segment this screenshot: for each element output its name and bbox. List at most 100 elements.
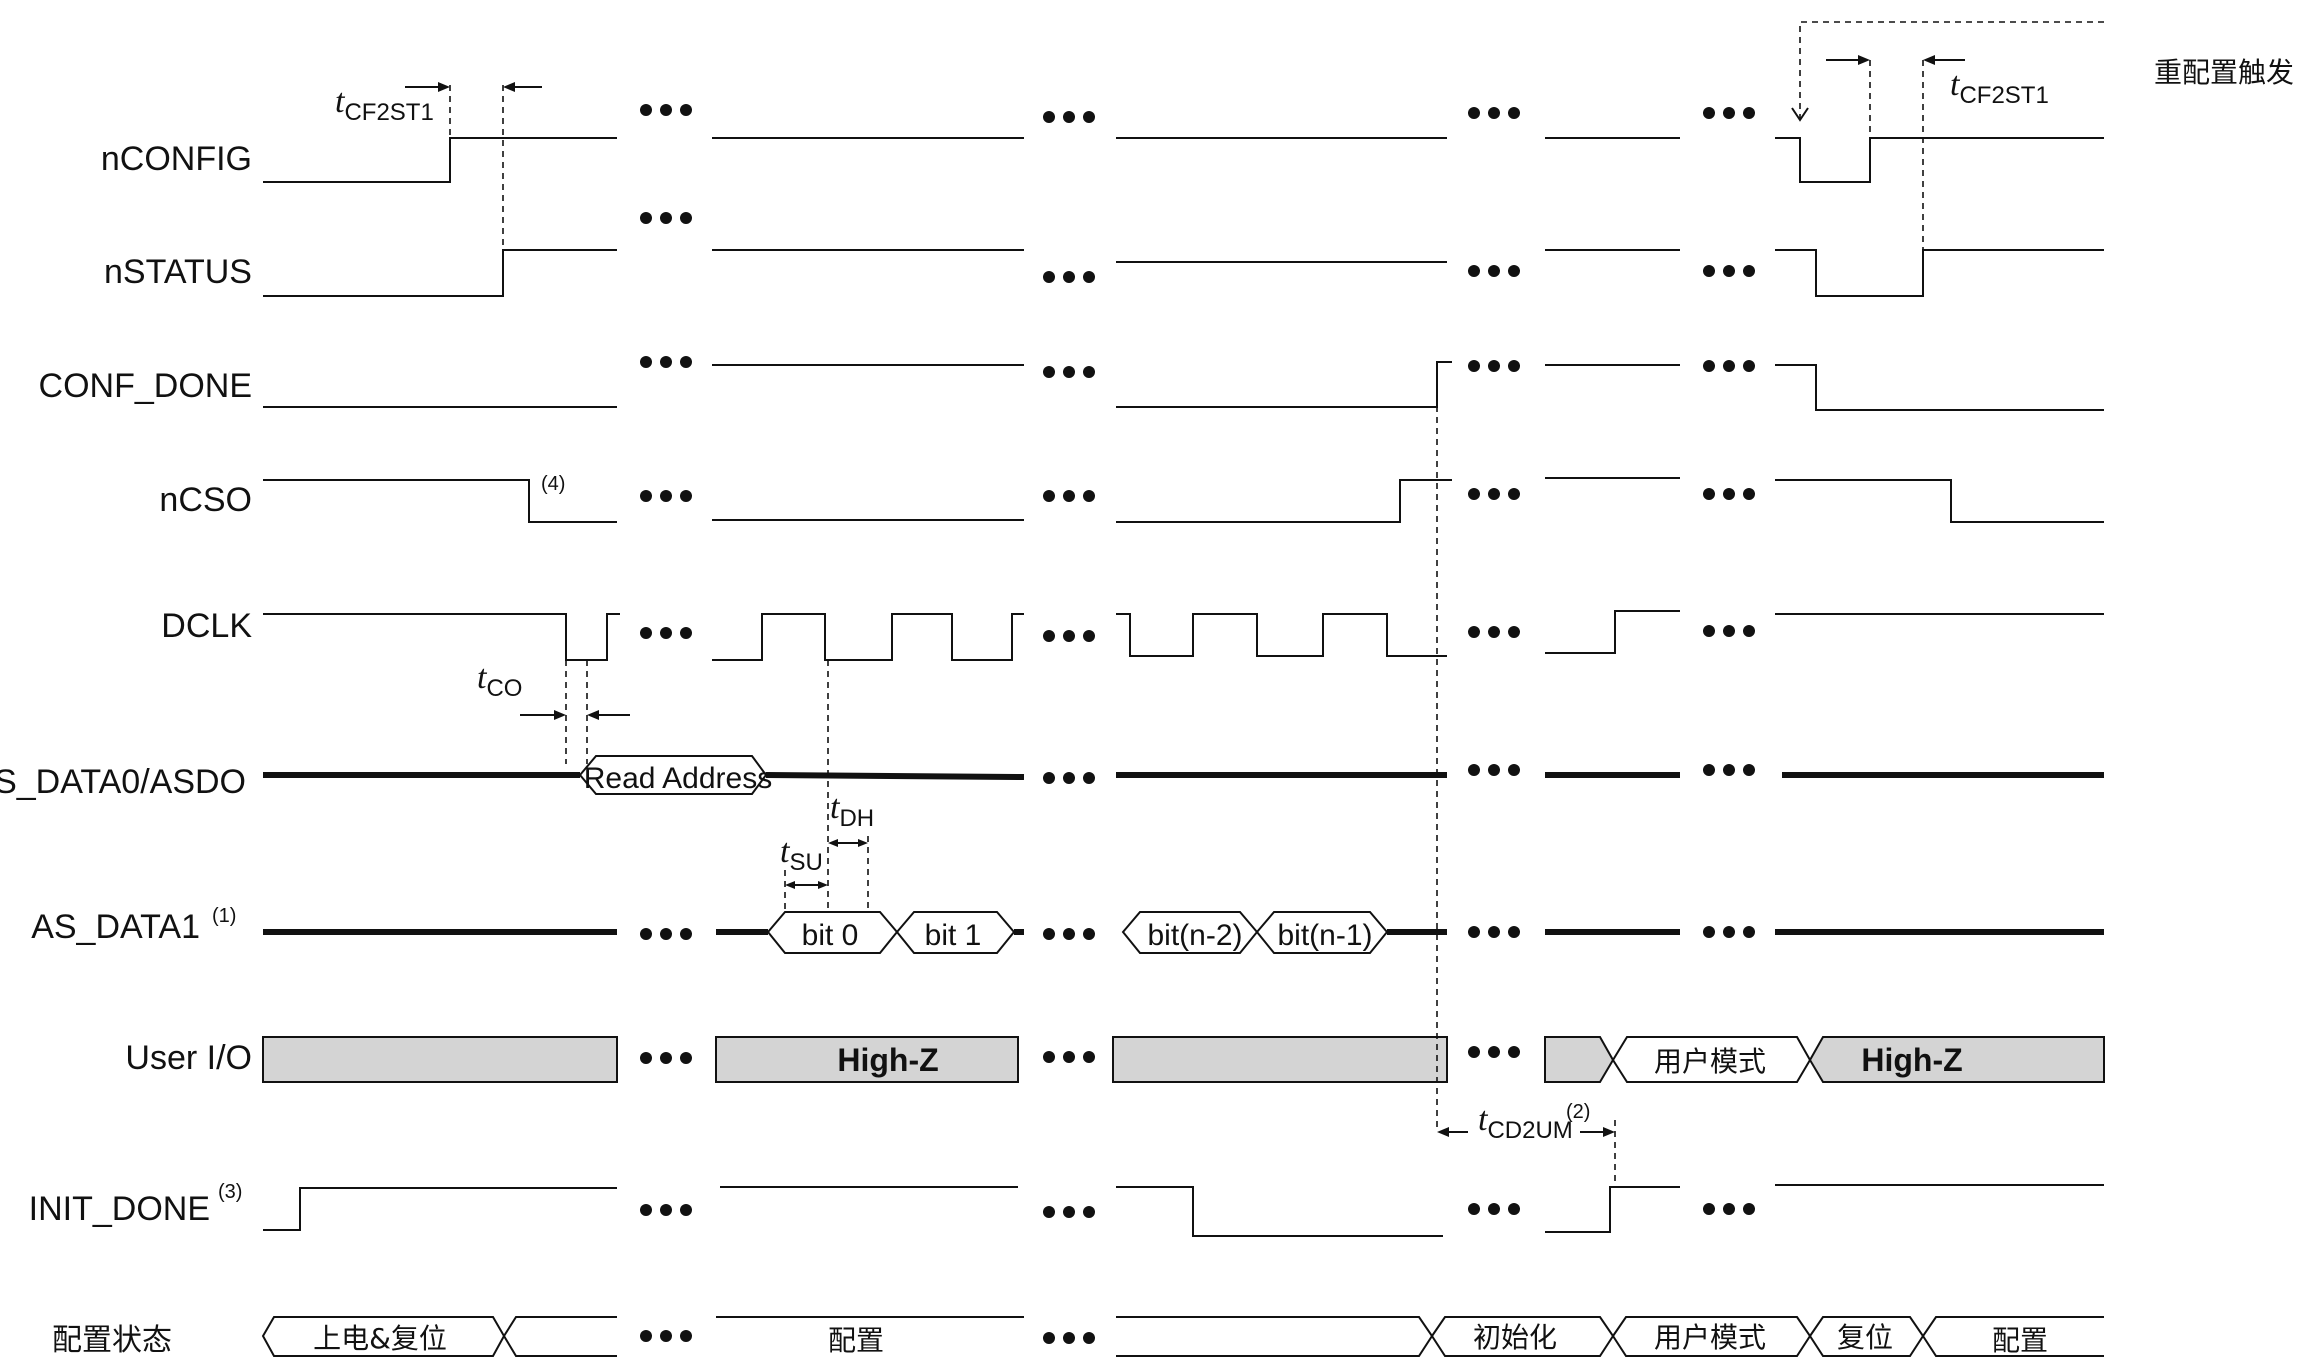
t-co: tCO bbox=[477, 659, 522, 702]
ellipsis-dot bbox=[1723, 265, 1735, 277]
ellipsis-dot bbox=[680, 1330, 692, 1342]
label-nconfig: nCONFIG bbox=[101, 140, 252, 178]
ellipsis-dot bbox=[660, 1330, 672, 1342]
t-cf2st1-right: tCF2ST1 bbox=[1950, 66, 2049, 109]
ellipsis-dot bbox=[640, 1330, 652, 1342]
wave-ncso bbox=[263, 477, 2104, 523]
ellipsis-dot bbox=[1508, 1203, 1520, 1215]
ellipsis-dot bbox=[1488, 1203, 1500, 1215]
ellipsis-dot bbox=[1083, 772, 1095, 784]
ellipsis-dot bbox=[1508, 1046, 1520, 1058]
ellipsis-dot bbox=[1063, 1332, 1075, 1344]
ellipsis-dot bbox=[1488, 488, 1500, 500]
ellipsis-dot bbox=[1468, 488, 1480, 500]
wave-dclk bbox=[263, 610, 2104, 661]
ellipsis-dot bbox=[1468, 1203, 1480, 1215]
ellipsis-dot bbox=[1063, 111, 1075, 123]
ellipsis-dot bbox=[1083, 366, 1095, 378]
ellipsis-dot bbox=[640, 104, 652, 116]
ellipsis-dot bbox=[1508, 265, 1520, 277]
ellipsis-dot bbox=[1508, 926, 1520, 938]
state-reset: 复位 bbox=[1837, 1321, 1893, 1354]
ellipsis-dot bbox=[680, 490, 692, 502]
ellipsis-dot bbox=[1508, 107, 1520, 119]
ellipsis-dot bbox=[1468, 764, 1480, 776]
ellipsis-dot bbox=[1083, 271, 1095, 283]
ellipsis-dot bbox=[640, 928, 652, 940]
ellipsis-dot bbox=[1488, 764, 1500, 776]
signal-labels: nCONFIG nSTATUS CONF_DONE nCSO DCLK AS_D… bbox=[0, 140, 252, 1358]
ellipsis-dot bbox=[1703, 360, 1715, 372]
ellipsis-dot bbox=[1043, 1051, 1055, 1063]
ellipsis-dot bbox=[660, 490, 672, 502]
ellipsis-dot bbox=[640, 356, 652, 368]
ellipsis-dot bbox=[660, 627, 672, 639]
ellipsis-dot bbox=[1083, 1206, 1095, 1218]
ellipsis-dot bbox=[1063, 366, 1075, 378]
ellipsis-dot bbox=[1083, 928, 1095, 940]
ellipsis-dot bbox=[1703, 107, 1715, 119]
ellipsis-dot bbox=[1743, 360, 1755, 372]
ellipsis-dot bbox=[1043, 630, 1055, 642]
ellipsis-dot bbox=[1083, 490, 1095, 502]
dashed-guides bbox=[449, 21, 2104, 1187]
wave-conf-done bbox=[263, 361, 2104, 411]
state-config-2: 配置 bbox=[1992, 1324, 2048, 1357]
ellipsis-dot bbox=[1743, 625, 1755, 637]
ellipsis-dot bbox=[1743, 926, 1755, 938]
bus-as-data1: bit 0 bit 1 bit(n-2) bit(n-1) bbox=[263, 911, 2104, 954]
ellipsis-dot bbox=[1063, 490, 1075, 502]
ellipsis-dot bbox=[1488, 360, 1500, 372]
ellipsis-dot bbox=[1063, 772, 1075, 784]
bitn2-text: bit(n-2) bbox=[1147, 919, 1242, 952]
user-mode-io-text: 用户模式 bbox=[1654, 1045, 1766, 1078]
t-dh: tDH bbox=[830, 789, 874, 832]
label-nstatus: nSTATUS bbox=[104, 253, 252, 291]
label-as-data1: AS_DATA1 bbox=[31, 908, 200, 946]
ellipsis-dot bbox=[1723, 764, 1735, 776]
ellipsis-dot bbox=[1043, 928, 1055, 940]
label-init-done: INIT_DONE bbox=[29, 1190, 210, 1228]
bus-config-state: 上电&复位 配置 初始化 用户模式 复位 配置 bbox=[261, 1316, 2104, 1357]
ellipsis-dot bbox=[1743, 764, 1755, 776]
ellipsis-dot bbox=[660, 1204, 672, 1216]
ellipsis-dot bbox=[1468, 926, 1480, 938]
ellipsis-dot bbox=[1468, 265, 1480, 277]
ellipsis-dot bbox=[1743, 1203, 1755, 1215]
ellipsis-dot bbox=[1703, 488, 1715, 500]
note-init-done: (3) bbox=[218, 1181, 242, 1203]
ellipsis-dot bbox=[1703, 625, 1715, 637]
ellipsis-dot bbox=[1043, 1332, 1055, 1344]
ellipsis-dot bbox=[1468, 626, 1480, 638]
ellipsis-dot bbox=[1723, 926, 1735, 938]
ellipsis-dot bbox=[1723, 360, 1735, 372]
label-as-data0: AS_DATA0/ASDO bbox=[0, 763, 246, 801]
ellipsis-dot bbox=[1468, 1046, 1480, 1058]
ellipsis-dot bbox=[1743, 107, 1755, 119]
ellipsis-dot bbox=[1723, 1203, 1735, 1215]
bitn1-text: bit(n-1) bbox=[1277, 919, 1372, 952]
bus-as-data0: Read Address bbox=[263, 755, 2104, 795]
note-t-cd2um: (2) bbox=[1566, 1101, 1590, 1123]
ellipsis-dot bbox=[1043, 1206, 1055, 1218]
ellipsis-dot bbox=[1723, 107, 1735, 119]
ellipsis-dot bbox=[1063, 630, 1075, 642]
ellipsis-dot bbox=[1063, 271, 1075, 283]
ellipsis-dot bbox=[1043, 772, 1055, 784]
ellipsis-dot bbox=[1703, 1203, 1715, 1215]
ellipsis-dot bbox=[1703, 764, 1715, 776]
ellipsis-dot bbox=[1083, 111, 1095, 123]
ellipsis-dot bbox=[640, 1204, 652, 1216]
ellipsis-dot bbox=[1488, 265, 1500, 277]
bus-user-io: High-Z 用户模式 High-Z bbox=[262, 1036, 2105, 1083]
ellipsis-dot bbox=[1743, 488, 1755, 500]
ellipsis-dot bbox=[1468, 107, 1480, 119]
ellipsis-dot bbox=[1063, 1206, 1075, 1218]
ellipsis-dot bbox=[1043, 366, 1055, 378]
timing-arrows bbox=[405, 55, 1965, 1137]
t-su: tSU bbox=[780, 833, 823, 876]
t-cd2um: tCD2UM bbox=[1478, 1101, 1573, 1144]
reconfig-trigger-label: 重配置触发 bbox=[2154, 56, 2294, 89]
ellipsis-dot bbox=[1083, 1051, 1095, 1063]
